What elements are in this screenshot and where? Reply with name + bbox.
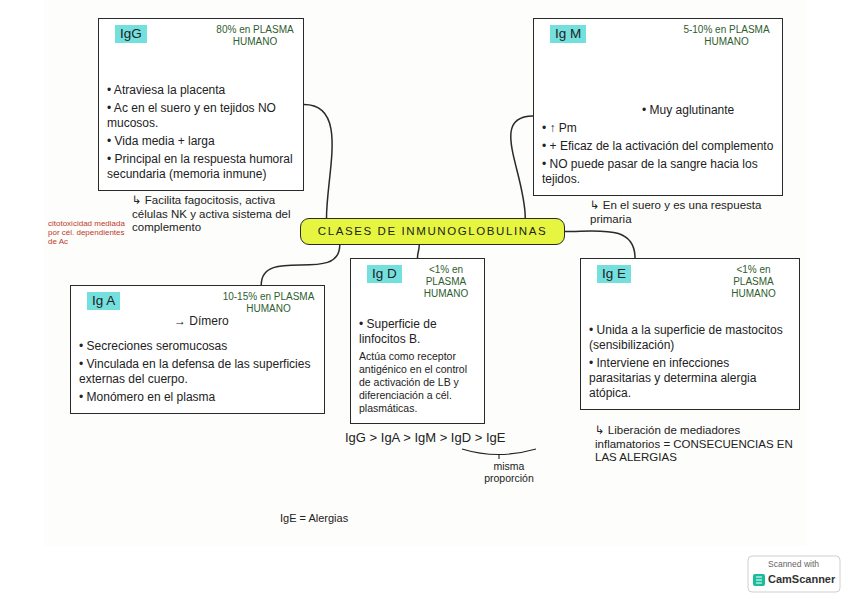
bullet-text: • Ac en el suero y en tejidos NO mucosos… bbox=[107, 101, 295, 131]
class-box: Ig A 10-15% en PLASMA HUMANO→ Dímero • Sec… bbox=[70, 285, 325, 414]
bullet-text: • Vida media + larga bbox=[107, 134, 295, 149]
abundance-order: IgG > IgA > IgM > IgD > IgE bbox=[345, 430, 565, 446]
bullet-text: • Interviene en infecciones parasitarias… bbox=[589, 356, 791, 401]
bullet-text: • Secreciones seromucosas bbox=[79, 339, 316, 354]
branch-connector bbox=[565, 231, 635, 258]
percent-note: 10-15% en PLASMA HUMANO bbox=[221, 291, 316, 315]
bullet-text: • Superficie de linfocitos B. bbox=[359, 317, 476, 347]
class-box: Ig D <1% en PLASMA HUMANO • Superficie de … bbox=[350, 258, 485, 424]
watermark: Scanned with bbox=[768, 559, 838, 569]
class-box: Ig E <1% en PLASMA HUMANO • Unida a la sup… bbox=[580, 258, 800, 410]
side-note: citotoxicidad mediada por cél. dependien… bbox=[48, 219, 130, 246]
percent-note: <1% en PLASMA HUMANO bbox=[716, 264, 791, 300]
bullet-text: • Muy aglutinante bbox=[642, 103, 774, 118]
bullet-text: • Atraviesa la placenta bbox=[107, 83, 295, 98]
allergy-note: ↳ Liberación de mediadores inflamatorios… bbox=[595, 424, 800, 465]
central-topic: CLASES DE INMUNOGLOBULINAS bbox=[300, 218, 565, 245]
percent-note: 5-10% en PLASMA HUMANO bbox=[679, 24, 774, 48]
bullet-text: Actúa como receptor antigénico en el con… bbox=[359, 350, 476, 415]
bullet-text: • Unida a la superficie de mastocitos (s… bbox=[589, 323, 791, 353]
class-box: IgG 80% en PLASMA HUMANO • Atraviesa la pl… bbox=[98, 18, 304, 191]
class-heading: Ig D bbox=[367, 265, 402, 283]
bullet-text: • + Eficaz de la activación del compleme… bbox=[542, 139, 774, 154]
footer-note: IgE = Alergias bbox=[280, 512, 400, 526]
class-box: Ig M 5-10% en PLASMA HUMANO • Muy aglutina… bbox=[533, 18, 783, 196]
branch-connector bbox=[304, 105, 332, 219]
bullet-text: • ↑ Pm bbox=[542, 121, 774, 136]
watermark: CamScanner bbox=[768, 573, 840, 586]
class-heading: Ig M bbox=[550, 25, 586, 43]
percent-note: <1% en PLASMA HUMANO bbox=[416, 264, 476, 300]
bullet-text: • Monómero en el plasma bbox=[79, 390, 316, 405]
bracket-note: misma proporción bbox=[478, 460, 540, 484]
class-heading: IgG bbox=[115, 25, 147, 43]
topic-title: CLASES DE INMUNOGLOBULINAS bbox=[309, 224, 556, 239]
bullet-text: • NO puede pasar de la sangre hacia los … bbox=[542, 157, 774, 187]
branch-connector bbox=[418, 245, 420, 258]
branch-connector bbox=[511, 116, 533, 218]
bullet-text: → Dímero bbox=[174, 314, 316, 329]
bullet-text: • Vinculada en la defensa de las superfi… bbox=[79, 357, 316, 387]
class-heading: Ig E bbox=[597, 265, 631, 283]
serum-note: ↳ En el suero y es una respuesta primari… bbox=[590, 199, 790, 226]
percent-note: 80% en PLASMA HUMANO bbox=[215, 24, 295, 48]
branch-connector bbox=[261, 245, 340, 285]
class-heading: Ig A bbox=[87, 292, 120, 310]
bullet-text: • Principal en la respuesta humoral secu… bbox=[107, 152, 295, 182]
effector-note: ↳ Facilita fagocitosis, activa células N… bbox=[132, 194, 300, 235]
